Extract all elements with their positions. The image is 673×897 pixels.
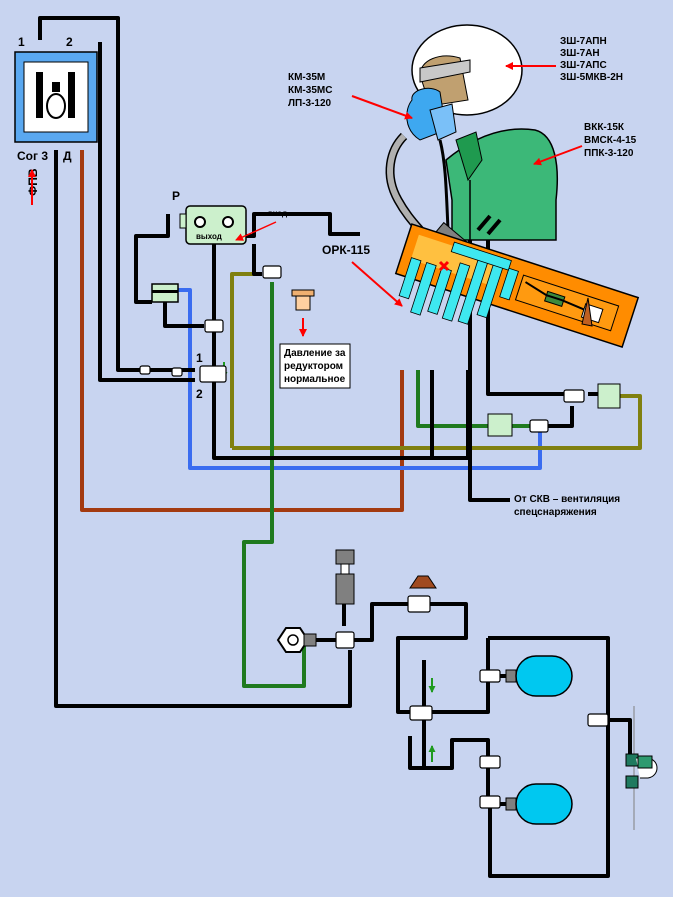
fittings [139, 265, 609, 809]
suit-model-1: ВКК-15К [584, 122, 625, 133]
sog-port-3-label: Сог 3 [17, 149, 48, 163]
helmet-model-4: ЗШ-5МКВ-2Н [560, 72, 623, 83]
ork-arrow [351, 261, 403, 307]
oxygen-cylinder-upper [505, 655, 573, 697]
suit-arrow [533, 145, 583, 166]
valve-block-right [597, 383, 621, 409]
valve-block-left [487, 413, 513, 437]
blue-line [178, 288, 542, 470]
reducer-outlet-label: выход [196, 232, 222, 241]
ork-cross-mark [438, 260, 450, 272]
svc-note-line-2: спецснаряжения [514, 507, 597, 518]
oxygen-cylinder-lower [505, 783, 573, 825]
mask-model-1: КМ-35М [288, 72, 325, 83]
pressure-note-line-3: нормальное [284, 374, 346, 385]
ork-vent [581, 297, 593, 327]
ork-115-unit [394, 223, 640, 349]
pressure-note-box [279, 343, 351, 389]
sog-port-d-label: Д [63, 149, 72, 163]
relief-valve [409, 575, 437, 589]
sog-unit [14, 51, 98, 143]
reducer-unit [179, 205, 247, 245]
suit-model-3: ППК-3-120 [584, 148, 634, 159]
reducer-label: Р [172, 189, 180, 203]
filler-valve [335, 549, 355, 605]
charging-fitting [276, 627, 317, 653]
mask-model-3: ЛП-3-120 [288, 98, 332, 109]
mask-arrow [351, 95, 413, 120]
reducer-inlet-label: вход [268, 209, 287, 218]
pressure-note-line-2: редуктором [284, 361, 343, 372]
helmet-model-3: ЗШ-7АПС [560, 60, 607, 71]
pressure-gauge-connector [625, 706, 658, 830]
inlet-arrow [235, 221, 277, 241]
helmet-model-1: ЗШ-7АПН [560, 36, 607, 47]
svc-note-line-1: От СКВ – вентиляция [514, 494, 620, 505]
ork-label: ОРК-115 [322, 243, 370, 257]
sog-port-1-label: 1 [18, 35, 25, 49]
brown-line [80, 150, 404, 512]
helmet-model-2: ЗШ-7АН [560, 48, 600, 59]
filter-band [152, 290, 178, 293]
mask-model-2: КМ-35МС [288, 85, 332, 96]
pressure-indicator [291, 289, 315, 337]
line-1-label: 1 [196, 351, 203, 365]
line-2-label: 2 [196, 387, 203, 401]
suit-model-2: ВМСК-4-15 [584, 135, 637, 146]
pressure-note-line-1: Давление за [284, 348, 346, 359]
sog-port-2-label: 2 [66, 35, 73, 49]
